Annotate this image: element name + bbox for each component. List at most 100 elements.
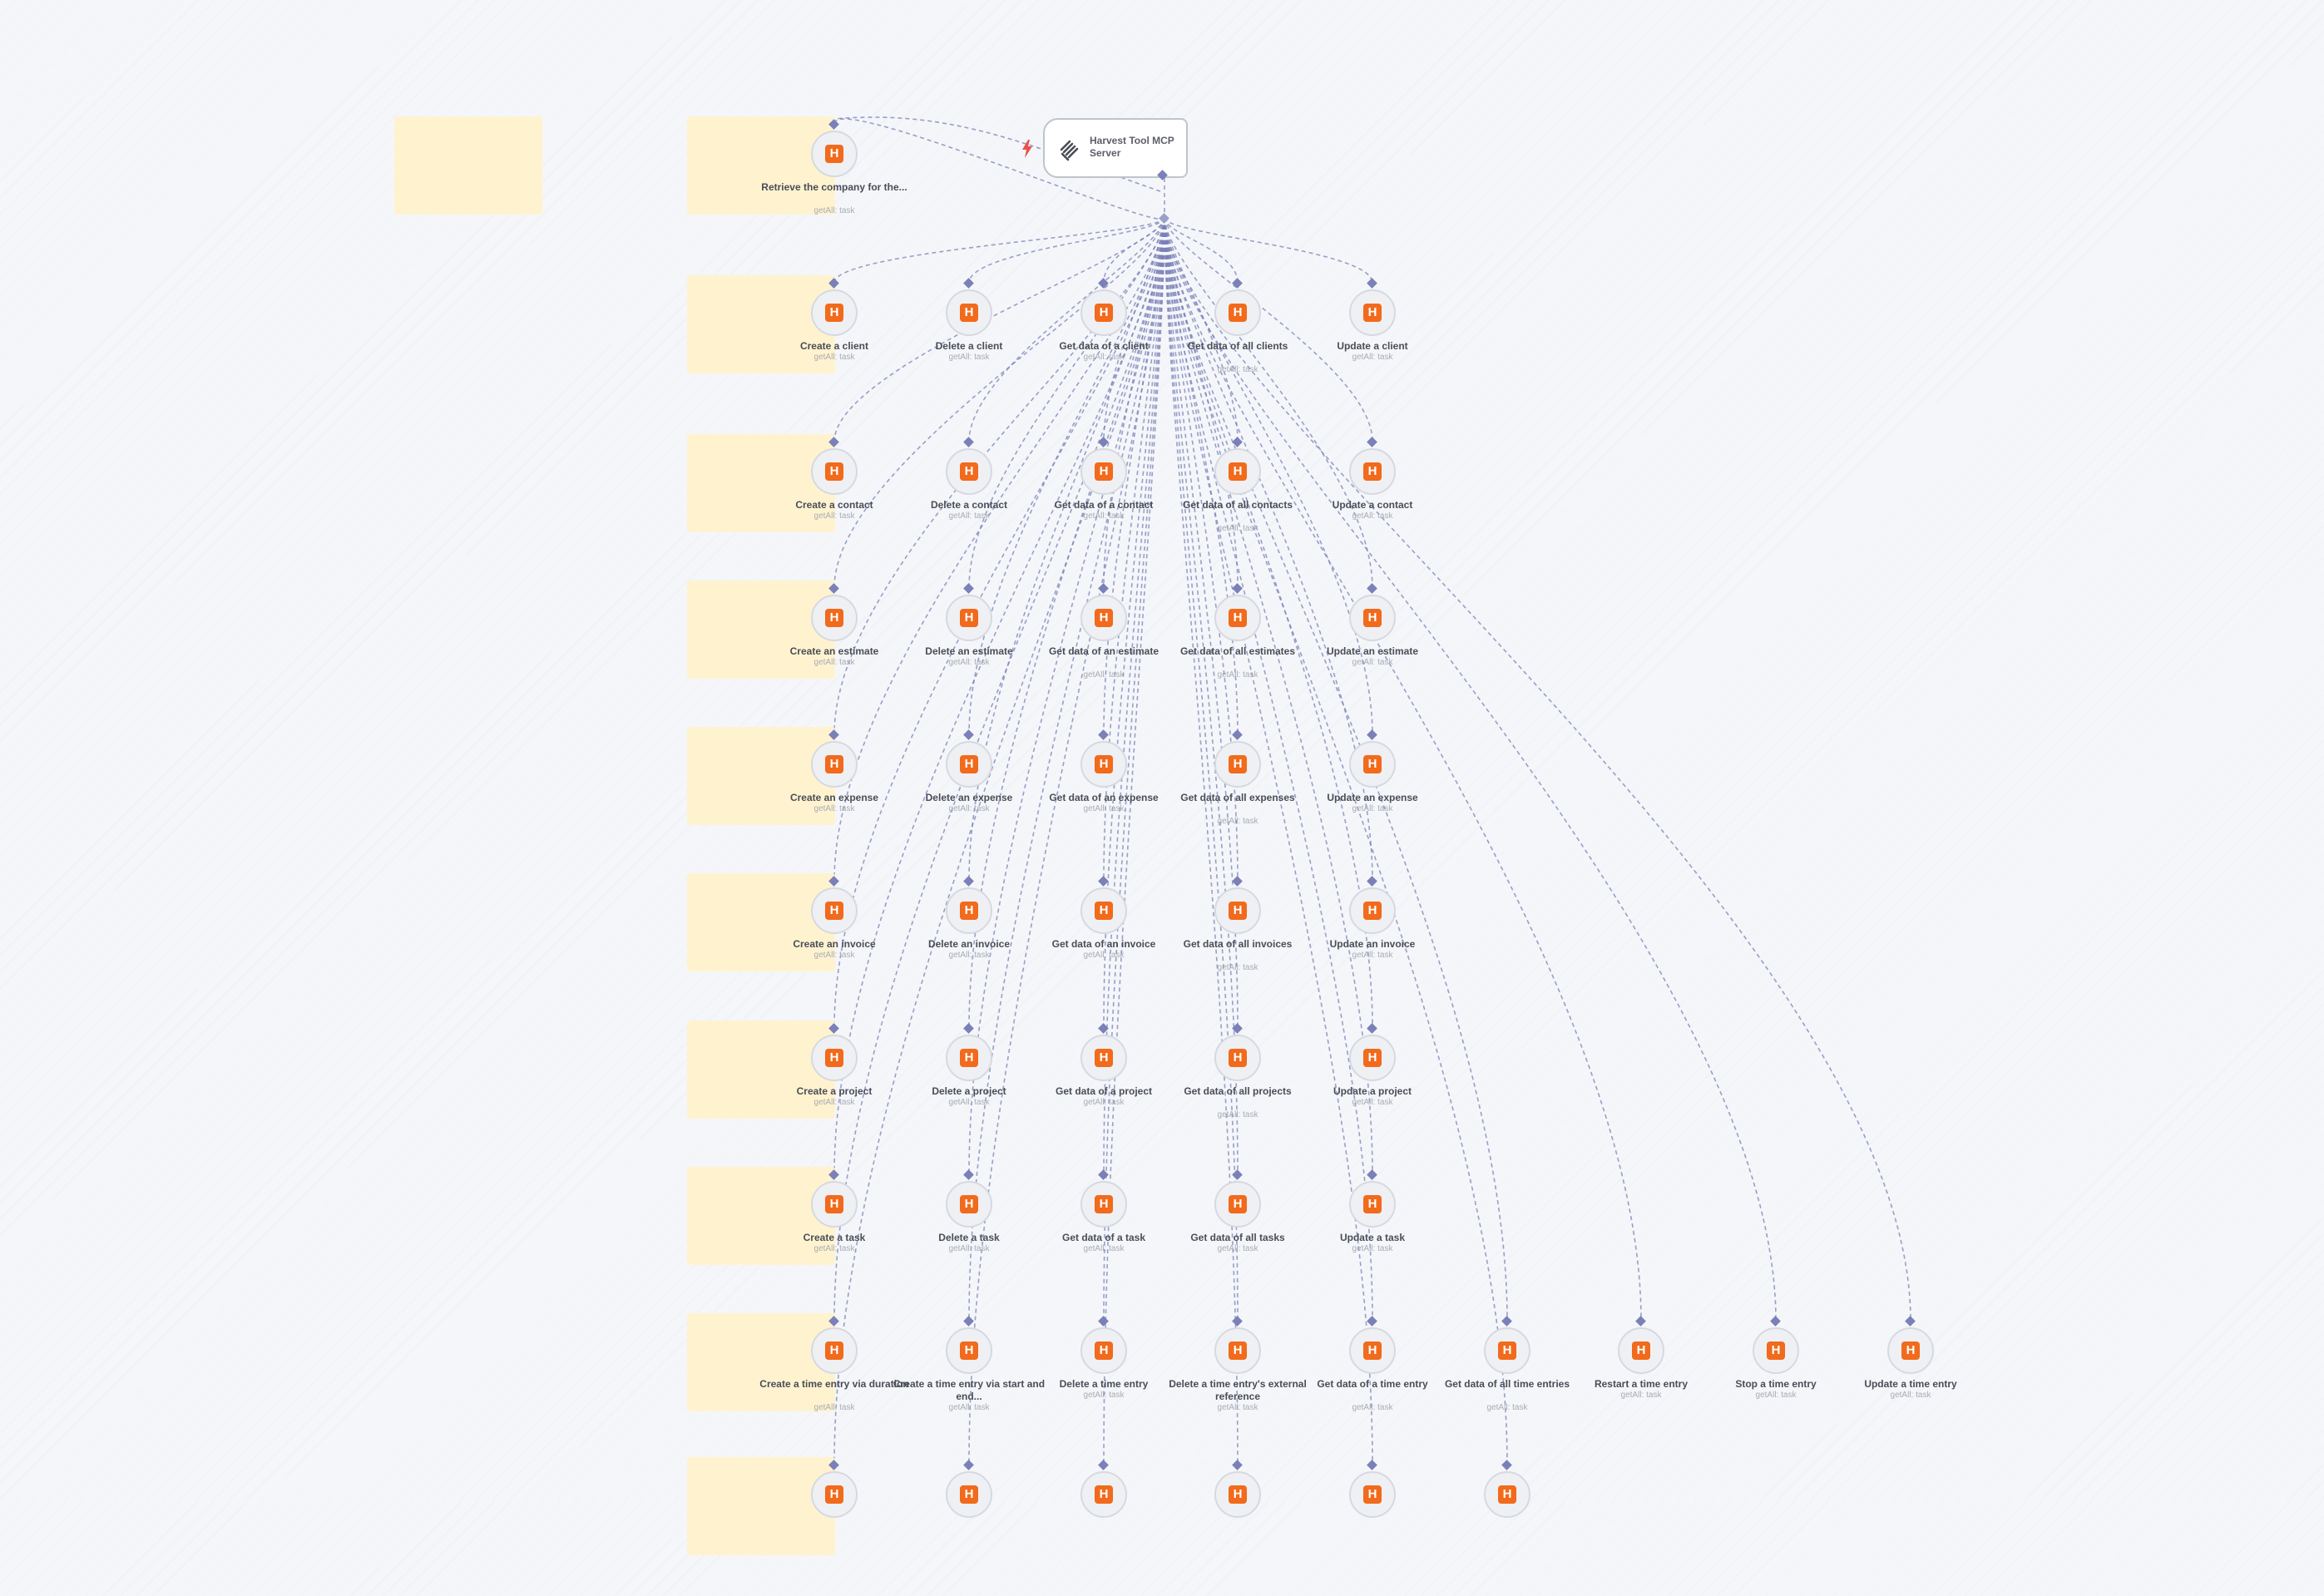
tool-node-circle[interactable]: H	[946, 289, 992, 336]
tool-node-circle[interactable]: H	[1214, 1327, 1261, 1374]
tool-node-circle[interactable]: H	[1214, 887, 1261, 934]
tool-node-circle[interactable]: H	[1753, 1327, 1799, 1374]
mcp-server-node[interactable]: Harvest Tool MCP Server	[1043, 118, 1188, 180]
tool-node-circle[interactable]: H	[946, 448, 992, 495]
tool-input-port[interactable]	[1098, 1316, 1109, 1327]
tool-node-circle[interactable]: H	[1349, 741, 1396, 788]
tool-node-circle[interactable]: H	[1887, 1327, 1934, 1374]
tool-node-circle[interactable]: H	[811, 289, 858, 336]
tool-input-port[interactable]	[1905, 1316, 1916, 1327]
tool-node-circle[interactable]: H	[1349, 1035, 1396, 1081]
sticky-note[interactable]	[687, 434, 835, 532]
tool-node-circle[interactable]: H	[1080, 1181, 1127, 1228]
tool-input-port[interactable]	[1098, 1023, 1109, 1034]
tool-node-circle[interactable]: H	[1618, 1327, 1664, 1374]
tool-node-circle[interactable]: H	[811, 595, 858, 641]
sticky-note[interactable]	[394, 116, 542, 215]
tool-input-port[interactable]	[1367, 729, 1377, 740]
tool-node-circle[interactable]: H	[811, 1327, 858, 1374]
tool-node-circle[interactable]: H	[1349, 448, 1396, 495]
tool-node-circle[interactable]: H	[946, 1471, 992, 1518]
tool-node-circle[interactable]: H	[811, 131, 858, 177]
tool-input-port[interactable]	[1501, 1460, 1512, 1470]
tool-node-circle[interactable]: H	[946, 741, 992, 788]
tool-input-port[interactable]	[1367, 1023, 1377, 1034]
tool-node-circle[interactable]: H	[946, 887, 992, 934]
tool-input-port[interactable]	[1367, 876, 1377, 887]
sticky-note[interactable]	[687, 873, 835, 971]
sticky-note[interactable]	[687, 116, 835, 215]
tool-node-circle[interactable]: H	[1214, 595, 1261, 641]
tool-node-circle[interactable]: H	[1349, 1327, 1396, 1374]
tool-input-port[interactable]	[963, 729, 974, 740]
tool-input-port[interactable]	[963, 583, 974, 594]
tool-node-circle[interactable]: H	[811, 887, 858, 934]
tool-node-circle[interactable]: H	[1080, 1471, 1127, 1518]
tool-node-circle[interactable]: H	[1484, 1327, 1530, 1374]
tool-input-port[interactable]	[1098, 876, 1109, 887]
tool-input-port[interactable]	[1098, 278, 1109, 289]
tool-node-circle[interactable]: H	[946, 1181, 992, 1228]
tool-node-circle[interactable]: H	[1214, 1471, 1261, 1518]
tool-node-circle[interactable]: H	[946, 1327, 992, 1374]
tool-node-circle[interactable]: H	[1080, 1327, 1127, 1374]
tool-node-circle[interactable]: H	[1349, 289, 1396, 336]
tool-node-circle[interactable]: H	[811, 1471, 858, 1518]
sticky-note[interactable]	[687, 1167, 835, 1265]
tool-node-circle[interactable]: H	[1349, 595, 1396, 641]
tool-input-port[interactable]	[1367, 437, 1377, 447]
tool-node-circle[interactable]: H	[1349, 1471, 1396, 1518]
tool-node-circle[interactable]: H	[946, 1035, 992, 1081]
tool-node-circle[interactable]: H	[1080, 741, 1127, 788]
tool-input-port[interactable]	[1367, 1460, 1377, 1470]
tool-node-circle[interactable]: H	[811, 1181, 858, 1228]
tool-input-port[interactable]	[1232, 729, 1243, 740]
tool-node-circle[interactable]: H	[1214, 1035, 1261, 1081]
tool-node-circle[interactable]: H	[1349, 887, 1396, 934]
tool-input-port[interactable]	[1635, 1316, 1646, 1327]
tool-input-port[interactable]	[1232, 437, 1243, 447]
tool-input-port[interactable]	[1367, 278, 1377, 289]
tool-node-circle[interactable]: H	[1080, 887, 1127, 934]
tool-input-port[interactable]	[1367, 1316, 1377, 1327]
sticky-note[interactable]	[687, 1313, 835, 1411]
tool-node-circle[interactable]: H	[1080, 289, 1127, 336]
tool-node[interactable]: H	[1424, 1460, 1590, 1596]
sticky-note[interactable]	[687, 1020, 835, 1119]
tool-input-port[interactable]	[963, 1169, 974, 1180]
sticky-note[interactable]	[687, 275, 835, 373]
sticky-note[interactable]	[687, 581, 835, 679]
